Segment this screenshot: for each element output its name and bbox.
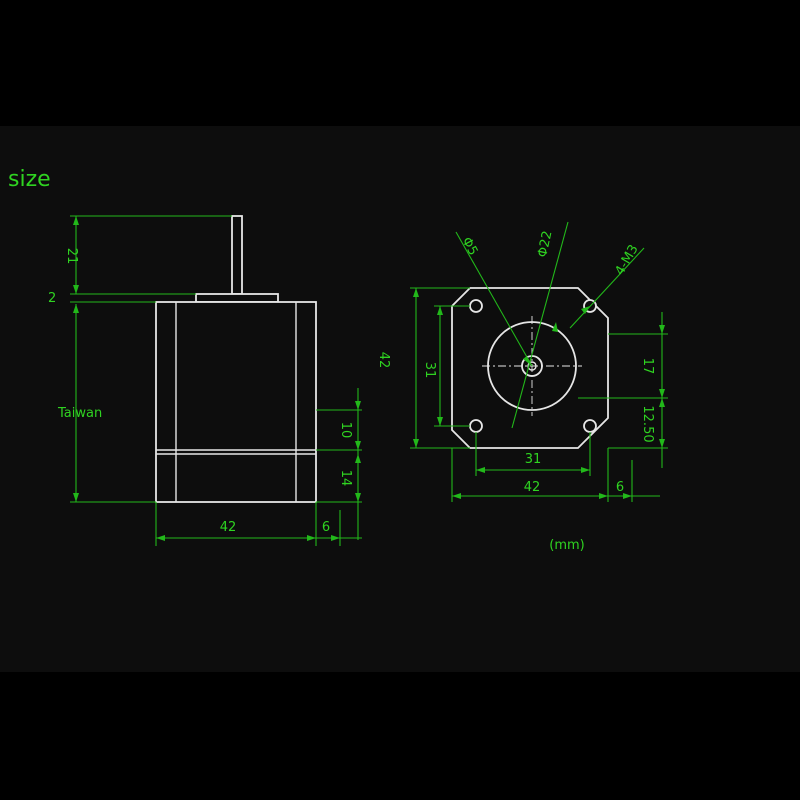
arrow: [73, 304, 79, 313]
label-4m3: 4-M3: [612, 242, 641, 278]
shaft: [231, 215, 243, 295]
arrow: [355, 441, 361, 450]
arrow: [73, 285, 79, 294]
arrow: [413, 288, 419, 297]
taiwan-label: Taiwan: [57, 406, 102, 421]
front-view-dimensions: 42 31 Φ5 Φ22 4-M3: [376, 221, 668, 502]
arrow: [156, 535, 165, 541]
flange: [195, 293, 279, 303]
leader-phi22: [511, 221, 569, 429]
label-phi5: Φ5: [458, 235, 480, 258]
arrow: [355, 493, 361, 502]
arrow: [623, 493, 632, 499]
dim-label-10: 10: [338, 422, 353, 439]
leader-4m3: [569, 247, 645, 329]
arrow: [355, 401, 361, 410]
dim-label-6-side: 6: [322, 520, 330, 535]
dim-label-42-side: 42: [220, 520, 237, 535]
arrow: [73, 216, 79, 225]
dim-label-42-horizontal: 42: [524, 480, 541, 495]
drawing-panel: [0, 126, 800, 672]
dim-label-17: 17: [640, 358, 655, 375]
dim-label-31-vertical: 31: [422, 362, 437, 379]
arrow: [581, 467, 590, 473]
dim-label-2: 2: [48, 291, 56, 306]
arrow: [581, 306, 590, 314]
motor-body: [155, 301, 317, 503]
mount-hole-tl: [469, 299, 483, 313]
arrow: [659, 439, 665, 448]
size-title: size: [8, 167, 51, 192]
dim-label-14: 14: [338, 470, 353, 487]
arrow: [659, 398, 665, 407]
dim-label-1250: 12.50: [640, 405, 655, 442]
dim-label-6-front: 6: [616, 480, 624, 495]
arrow: [476, 467, 485, 473]
arrow: [599, 493, 608, 499]
leader-phi5: [455, 231, 533, 367]
dim-label-42-vertical: 42: [376, 352, 391, 369]
arrow: [307, 535, 316, 541]
mount-hole-br: [583, 419, 597, 433]
side-view-dimensions: 21 2 Taiwan 10 14 42 6: [48, 215, 362, 546]
dim-label-21: 21: [64, 248, 79, 265]
arrow: [452, 493, 461, 499]
units-label: (mm): [549, 538, 584, 553]
arrow: [73, 493, 79, 502]
arrow: [355, 454, 361, 463]
arrow: [552, 322, 558, 332]
side-view: [155, 215, 317, 503]
arrow: [437, 306, 443, 315]
arrow: [413, 439, 419, 448]
dim-label-31-horizontal: 31: [525, 452, 542, 467]
arrow: [437, 417, 443, 426]
label-phi22: Φ22: [535, 230, 555, 259]
arrow: [331, 535, 340, 541]
arrow: [659, 325, 665, 334]
arrow: [659, 389, 665, 398]
mount-hole-bl: [469, 419, 483, 433]
